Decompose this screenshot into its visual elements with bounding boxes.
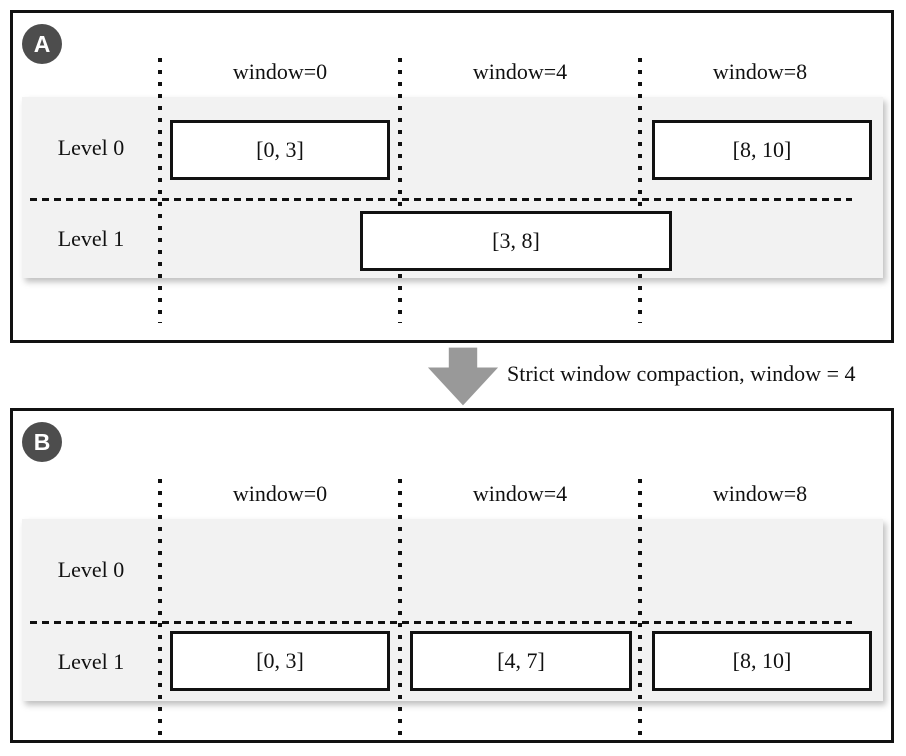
panel-a-before-compaction: A window=0 window=4 window=8 Level 0 Lev…: [10, 10, 894, 343]
column-header-window-4: window=4: [472, 59, 568, 84]
dotted-column-divider: [638, 58, 642, 323]
panel-b-badge: B: [22, 422, 62, 462]
transition-label: Strict window compaction, window = 4: [507, 361, 856, 386]
dotted-column-divider: [638, 479, 642, 737]
row-label-level-1: Level 1: [57, 648, 125, 674]
dotted-column-divider: [158, 479, 162, 737]
column-header-window-0: window=0: [232, 481, 328, 506]
dotted-column-divider: [158, 58, 162, 323]
row-label-level-0: Level 0: [57, 556, 125, 582]
row-label-level-0: Level 0: [57, 134, 125, 160]
sstable-box-level1-span: [3, 8]: [360, 211, 672, 271]
level-divider-dashed-line: [30, 621, 852, 624]
dotted-column-divider: [398, 58, 402, 323]
sstable-box-level1-window8: [8, 10]: [652, 631, 872, 691]
panel-b-after-compaction: B window=0 window=4 window=8 Level 0 Lev…: [10, 408, 894, 743]
sstable-box-level0-window0: [0, 3]: [170, 120, 390, 180]
column-header-window-4: window=4: [472, 481, 568, 506]
sstable-box-level0-window8: [8, 10]: [652, 120, 872, 180]
down-arrow-icon: [427, 347, 499, 406]
column-header-window-0: window=0: [232, 59, 328, 84]
dotted-column-divider: [398, 479, 402, 737]
level-divider-dashed-line: [30, 198, 852, 201]
sstable-box-level1-window4: [4, 7]: [410, 631, 632, 691]
column-header-window-8: window=8: [712, 481, 808, 506]
row-label-level-1: Level 1: [57, 225, 125, 251]
sstable-box-level1-window0: [0, 3]: [170, 631, 390, 691]
column-header-window-8: window=8: [712, 59, 808, 84]
transition-row: Strict window compaction, window = 4: [0, 344, 906, 408]
panel-a-badge: A: [22, 24, 62, 64]
